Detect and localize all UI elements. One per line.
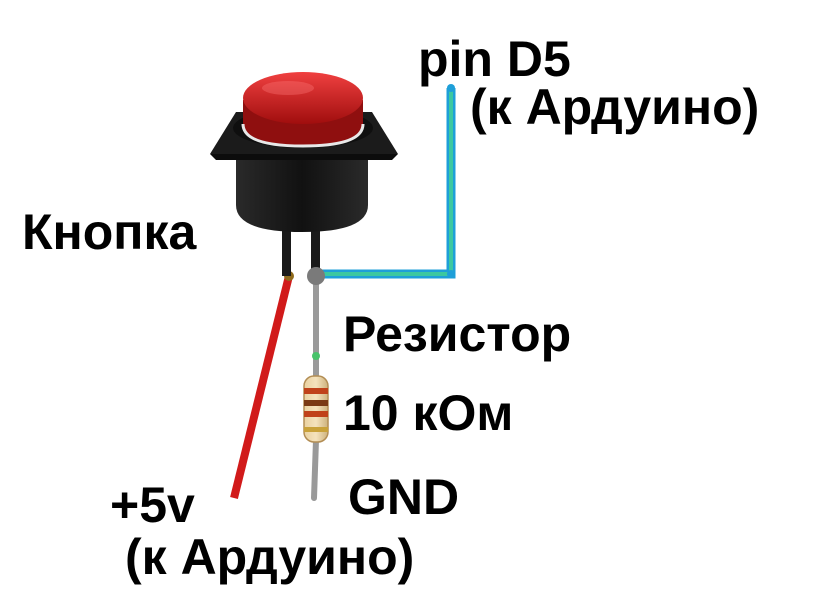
resistor-lead [312, 275, 320, 379]
pin-sublabel: (к Ардуино) [470, 79, 760, 135]
resistor-icon [303, 375, 329, 443]
button-label: Кнопка [22, 204, 197, 260]
signal-wire [316, 84, 456, 279]
vcc-label: +5v [110, 477, 195, 533]
pin-label: pin D5 [418, 31, 571, 87]
ground-wire [311, 437, 319, 501]
vcc-sublabel: (к Ардуино) [125, 529, 415, 585]
power-wire [230, 271, 294, 499]
push-button-icon [210, 72, 398, 285]
gnd-label: GND [348, 469, 460, 525]
resistor-label: Резистор [343, 306, 572, 362]
resistor-value-label: 10 кОм [343, 385, 514, 441]
